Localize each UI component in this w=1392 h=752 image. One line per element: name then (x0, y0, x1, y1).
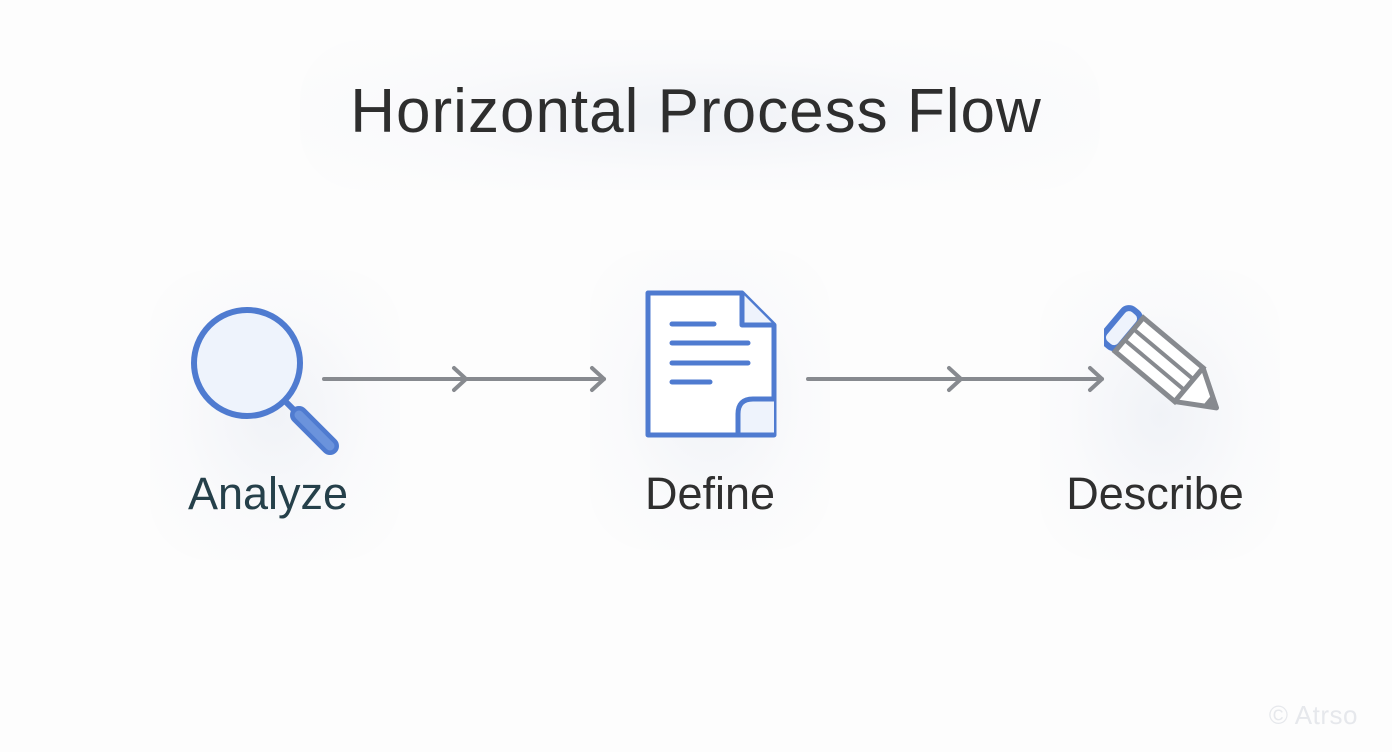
watermark: © Atrso (1268, 700, 1358, 730)
connector-arrow-2 (806, 366, 1104, 392)
step-describe-backdrop (1040, 270, 1280, 560)
connector-arrow-1 (322, 366, 606, 392)
step-label-define: Define (644, 468, 776, 519)
title-backdrop (300, 40, 1100, 190)
pencil-icon (1104, 305, 1219, 411)
step-label-analyze: Analyze (187, 468, 349, 519)
magnifying-glass-icon (191, 307, 339, 455)
document-icon (645, 290, 777, 438)
diagram-title: Horizontal Process Flow (350, 77, 1042, 146)
step-label-describe: Describe (1066, 468, 1244, 519)
